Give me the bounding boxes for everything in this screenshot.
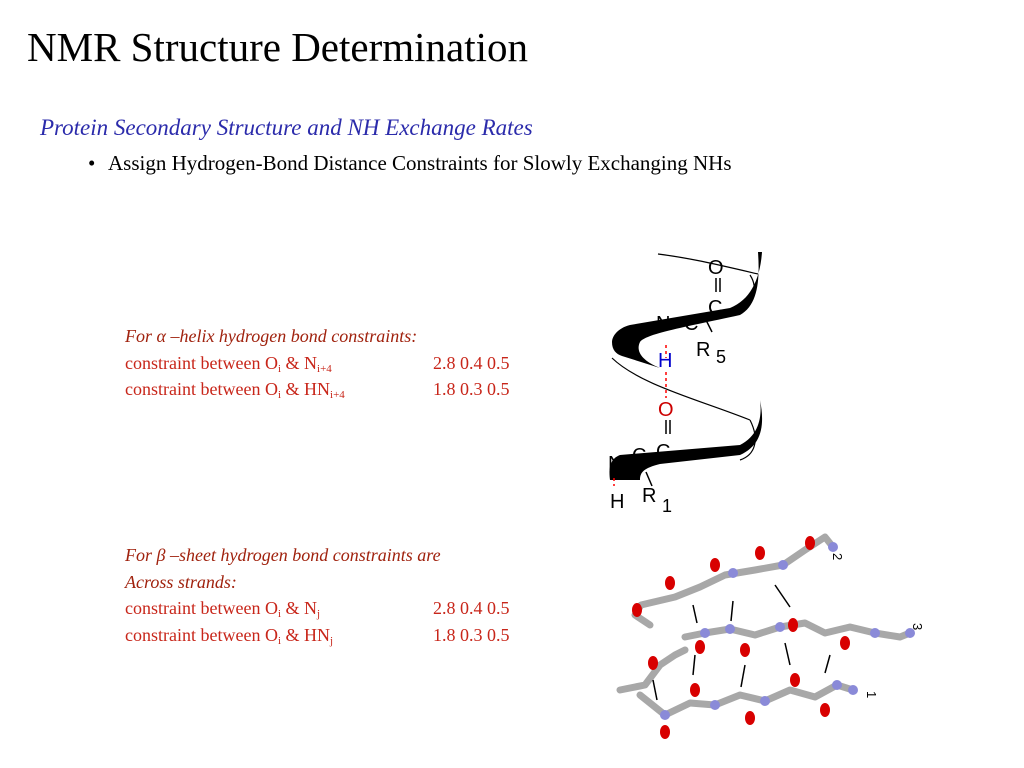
bullet-marker: • — [88, 151, 96, 175]
constraint-values: 1.8 0.3 0.5 — [433, 624, 510, 645]
oxygen-atoms — [632, 536, 850, 739]
constraint-values: 2.8 0.4 0.5 — [433, 598, 510, 618]
hbond-arrows — [652, 584, 831, 701]
alpha-constraint-row: constraint between Oi & HNi+4 1.8 0.3 0.… — [125, 376, 510, 403]
atom-label-subscript: 1 — [662, 496, 672, 516]
helix-atom-labels: O C C N H R 5 O C C N H R 1 — [608, 257, 726, 516]
bullet-item: • Assign Hydrogen-Bond Distance Constrain… — [88, 151, 732, 176]
atom-label-h: H — [610, 491, 624, 513]
atom-label-o: O — [658, 399, 674, 421]
strand-label-1: 1 — [864, 691, 879, 698]
beta-constraint-row: constraint between Oi & Nj 2.8 0.4 0.5 — [125, 595, 510, 622]
bond-lines — [645, 278, 721, 487]
bullet-text: Assign Hydrogen-Bond Distance Constraint… — [108, 151, 732, 175]
alpha-helix-constraints: For α –helix hydrogen bond constraints: … — [125, 323, 510, 403]
strand-backbones — [616, 533, 914, 719]
strand-labels: 2 3 1 — [830, 553, 925, 698]
hbond-dashes — [613, 345, 667, 486]
nitrogen-atoms — [660, 542, 915, 720]
strand-label-3: 3 — [910, 623, 925, 630]
beta-sheet-constraints: For β –sheet hydrogen bond constraints a… — [125, 542, 510, 649]
atom-label-c: C — [684, 313, 698, 335]
alpha-symbol: α — [156, 326, 166, 346]
alpha-constraint-row: constraint between Oi & Ni+4 2.8 0.4 0.5 — [125, 350, 510, 377]
slide-title: NMR Structure Determination — [27, 24, 529, 70]
helix-ribbon — [609, 252, 763, 480]
atom-label-o: O — [708, 257, 724, 279]
atom-label-h: H — [658, 350, 672, 372]
beta-sheet-heading: For β –sheet hydrogen bond constraints a… — [125, 545, 441, 565]
atom-label-r: R — [642, 485, 656, 507]
atom-label-n: N — [608, 453, 622, 475]
atom-label-n: N — [656, 313, 670, 335]
alpha-helix-heading: For α –helix hydrogen bond constraints: — [125, 326, 418, 346]
atom-label-c: C — [708, 297, 722, 319]
atom-label-subscript: 5 — [716, 347, 726, 367]
alpha-helix-diagram: O C C N H R 5 O C C N H R 1 — [608, 252, 763, 516]
beta-symbol: β — [156, 545, 166, 565]
strand-label-2: 2 — [830, 553, 845, 560]
slide-subtitle: Protein Secondary Structure and NH Excha… — [40, 115, 533, 140]
beta-sheet-heading-line2: Across strands: — [125, 571, 237, 592]
atom-label-c: C — [632, 445, 646, 467]
constraint-values: 1.8 0.3 0.5 — [433, 379, 510, 399]
constraint-values: 2.8 0.4 0.5 — [433, 352, 510, 373]
beta-sheet-diagram: 2 3 1 — [616, 533, 925, 739]
atom-label-r: R — [696, 339, 710, 361]
atom-label-c: C — [656, 441, 670, 463]
beta-constraint-row: constraint between Oi & HNj 1.8 0.3 0.5 — [125, 622, 510, 649]
